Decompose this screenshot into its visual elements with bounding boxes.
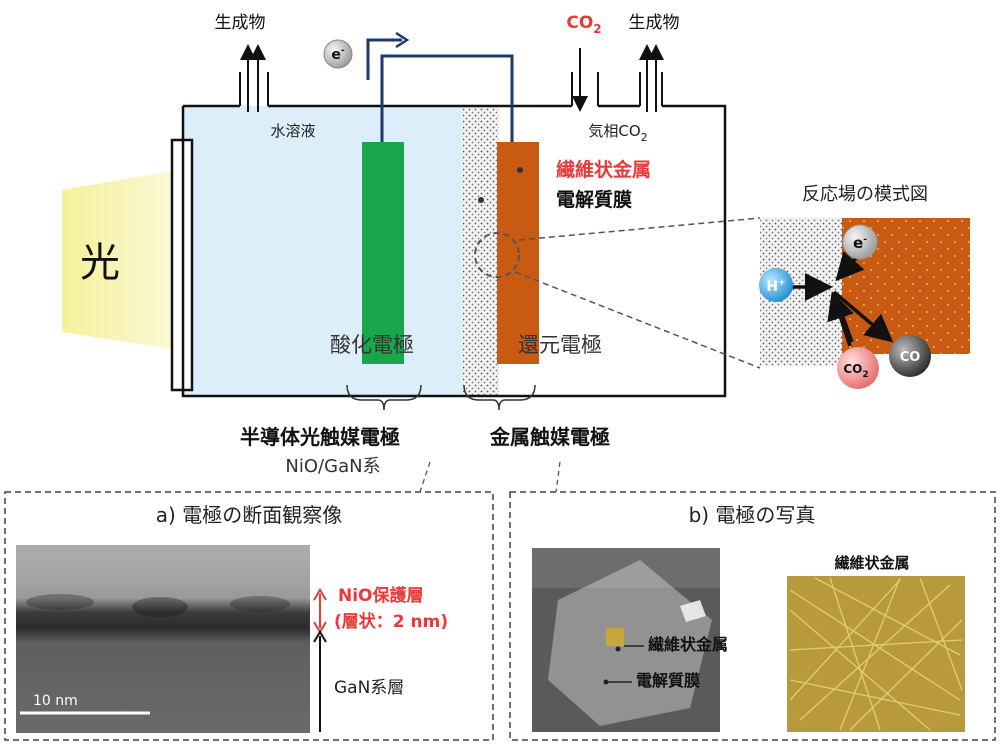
cell-outline	[181, 104, 727, 398]
fiber-metal-pointer-dot	[517, 167, 523, 173]
semiconductor-caption: 半導体光触媒電極	[240, 425, 400, 449]
electron-ball	[323, 39, 353, 69]
h-ion-label: H	[766, 279, 778, 295]
inset-arrows	[792, 251, 894, 347]
scale-label: 10 nm	[33, 693, 78, 709]
h-ion-text: H+	[766, 278, 785, 295]
metal-caption: 金属触媒電極	[489, 425, 610, 449]
inset-co-label: CO	[900, 350, 921, 365]
ports	[239, 44, 664, 112]
product-right-label: 生成物	[629, 13, 680, 33]
inset-co2-text: CO2	[843, 362, 868, 380]
inset-co2-ball	[837, 347, 879, 389]
fiber-metal-label: 繊維状金属	[556, 158, 651, 181]
membrane-photo	[532, 548, 720, 732]
thickness-arrows	[313, 588, 327, 732]
semiconductor-subcaption: NiO/GaN系	[285, 456, 380, 477]
inset-co2-sub: 2	[862, 370, 868, 380]
gas-label: 気相CO2	[588, 122, 647, 144]
electron-sup: -	[341, 46, 345, 56]
oxidation-label: 酸化電極	[330, 333, 414, 357]
electron-label: e	[331, 47, 341, 63]
inset-electron-text: e-	[853, 234, 867, 252]
water-region	[183, 106, 463, 396]
inset-electron-label: e	[853, 234, 863, 252]
photo-membrane-label: 電解質膜	[636, 671, 700, 690]
membrane-pointer-dot	[478, 197, 484, 203]
light-label: 光	[80, 240, 120, 286]
reduction-label: 還元電極	[518, 333, 602, 357]
gan-label: GaN系層	[334, 678, 404, 698]
link-line-b	[555, 461, 561, 493]
gas-text: 気相CO	[588, 122, 640, 140]
fiber-photo	[787, 576, 965, 732]
panel-b-frame	[509, 491, 996, 741]
h-ion-ball	[759, 268, 793, 302]
fiber-photo-title: 繊維状金属	[834, 554, 909, 572]
magnifier-circle	[474, 232, 520, 278]
inset-electron-ball	[842, 224, 878, 260]
h-ion-sup: +	[778, 278, 786, 288]
inset-title: 反応場の模式図	[802, 184, 928, 205]
gas-sub: 2	[641, 131, 648, 144]
co2-top-text: CO	[566, 13, 593, 33]
water-label: 水溶液	[270, 122, 315, 140]
electrolyte-membrane	[463, 106, 499, 396]
external-wire	[366, 31, 514, 142]
panel-b-title: b) 電極の写真	[689, 503, 816, 527]
panel-a-title: a) 電極の断面観察像	[156, 503, 342, 527]
inset-co2-label: CO	[843, 362, 862, 376]
electron-text: e-	[331, 46, 345, 63]
fiber-texture	[789, 577, 963, 731]
nio-label: NiO保護層	[338, 585, 424, 606]
membrane-label: 電解質膜	[556, 188, 632, 211]
co2-top-label: CO2	[566, 13, 601, 36]
panel-a-frame	[4, 491, 494, 741]
photo-fiber-label: 繊維状金属	[648, 635, 728, 654]
inset-co-ball	[889, 335, 931, 377]
tem-image	[16, 545, 310, 733]
oxidation-electrode	[362, 142, 404, 364]
braces	[346, 384, 536, 411]
product-left-label: 生成物	[215, 13, 266, 33]
zoom-line-top	[518, 217, 761, 241]
link-line-a	[419, 461, 431, 493]
nio-detail: (層状：2 nm)	[334, 611, 448, 632]
co2-top-sub: 2	[593, 22, 601, 36]
tem-texture	[16, 545, 310, 617]
inset-electron-sup: -	[863, 235, 867, 245]
zoom-line-bottom	[514, 271, 761, 369]
